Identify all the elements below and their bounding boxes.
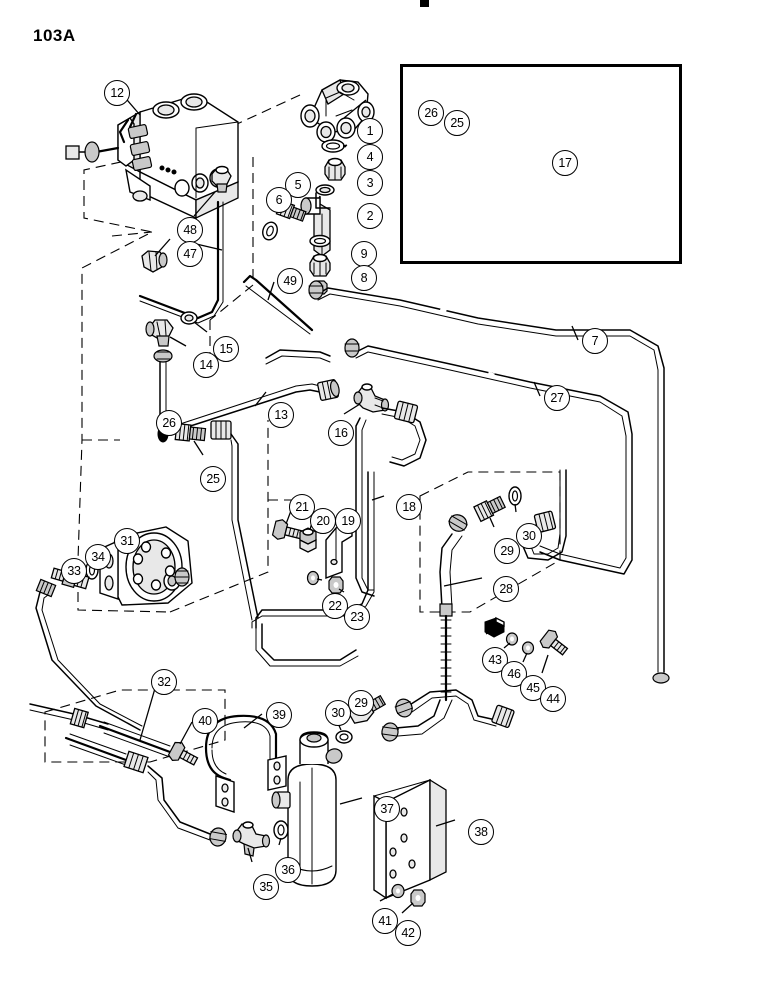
callout-control-valve-assembly: 12 <box>104 80 130 106</box>
callout-washer: 41 <box>372 908 398 934</box>
callout-o-ring-small: 6 <box>266 187 292 213</box>
callout-o-ring: 30 <box>516 523 542 549</box>
callout-hose-assembly: 32 <box>151 669 177 695</box>
callout-connector-inset: 25 <box>444 110 470 136</box>
callout-connector: 25 <box>200 466 226 492</box>
callout-o-ring: 30 <box>325 700 351 726</box>
callout-rod: 49 <box>277 268 303 294</box>
callout-connector: 33 <box>61 558 87 584</box>
callout-hydraulic-pump: 31 <box>114 528 140 554</box>
callout-pump-housing: 1 <box>357 118 383 144</box>
callout-o-ring-inset: 26 <box>418 100 444 126</box>
callout-strap: 39 <box>266 702 292 728</box>
callout-o-ring: 15 <box>213 336 239 362</box>
callout-clamp: 20 <box>310 508 336 534</box>
callout-long-tube-lower: 27 <box>544 385 570 411</box>
callout-reservoir: 37 <box>374 796 400 822</box>
callout-hose: 28 <box>493 576 519 602</box>
page-number: 103A <box>33 26 76 45</box>
callout-fitting: 3 <box>357 170 383 196</box>
callout-cap-screw: 40 <box>192 708 218 734</box>
callout-o-ring: 9 <box>351 241 377 267</box>
callout-return-tube: 47 <box>177 241 203 267</box>
callout-o-ring: 26 <box>156 410 182 436</box>
callout-tee-fitting: 16 <box>328 420 354 446</box>
callout-long-tube-upper: 7 <box>582 328 608 354</box>
callout-tube-inset: 17 <box>552 150 578 176</box>
top-edge-artifact <box>420 0 429 7</box>
callout-o-ring: 34 <box>85 544 111 570</box>
callout-o-ring: 36 <box>275 857 301 883</box>
callout-nut: 23 <box>344 604 370 630</box>
callout-elbow-fitting: 14 <box>193 352 219 378</box>
callout-tube-clip: 48 <box>177 217 203 243</box>
callout-tube: 18 <box>396 494 422 520</box>
callout-o-ring: 4 <box>357 144 383 170</box>
callout-mounting-bracket: 38 <box>468 819 494 845</box>
callout-elbow-tube: 2 <box>357 203 383 229</box>
callout-formed-tube: 13 <box>268 402 294 428</box>
callout-elbow-connector: 29 <box>348 690 374 716</box>
inset-detail-box <box>400 64 682 264</box>
callout-lock-washer: 22 <box>322 593 348 619</box>
callout-fitting: 8 <box>351 265 377 291</box>
callout-clamp: 43 <box>482 647 508 673</box>
callout-cap-screw: 44 <box>540 686 566 712</box>
callout-tee-fitting: 35 <box>253 874 279 900</box>
callout-connector: 5 <box>285 172 311 198</box>
callout-nut: 42 <box>395 920 421 946</box>
callout-bracket: 19 <box>335 508 361 534</box>
callout-connector: 29 <box>494 538 520 564</box>
